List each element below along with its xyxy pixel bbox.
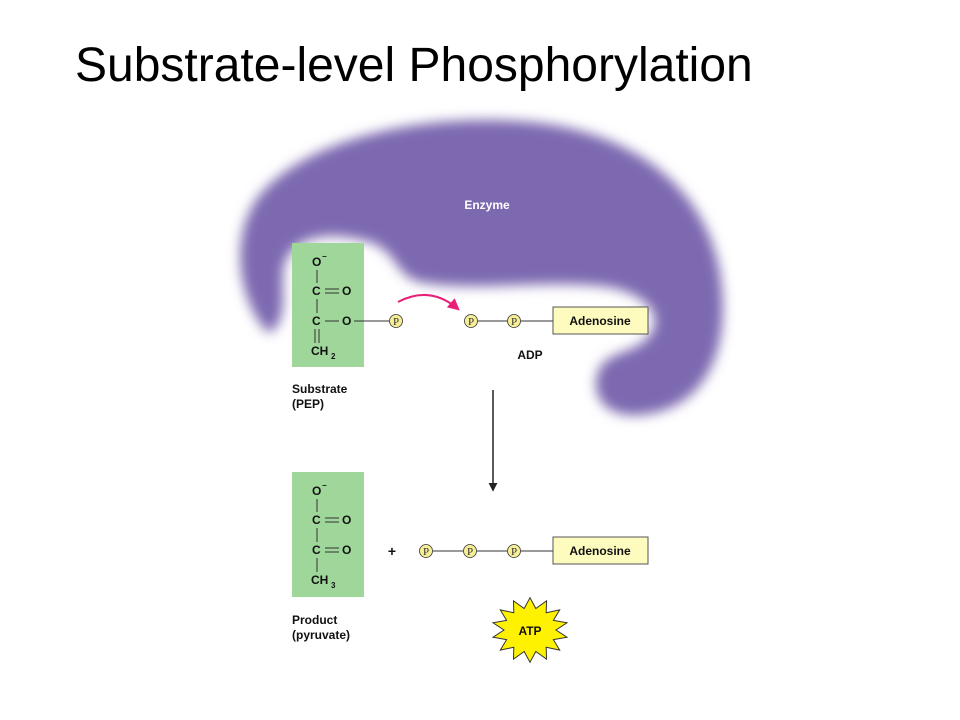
phosphate-label: P: [468, 316, 474, 328]
phosphate-label: P: [423, 546, 429, 558]
substrate-c1: C: [312, 284, 321, 298]
product-label: Product: [292, 613, 337, 627]
phosphate-label: P: [467, 546, 473, 558]
adp-adenosine-label: Adenosine: [569, 314, 631, 328]
phosphate-transfer-arrow: [397, 293, 460, 311]
atp-burst: ATP: [491, 596, 569, 664]
product-c2: C: [312, 543, 321, 557]
substrate-minus: −: [322, 252, 327, 261]
atp-burst-star: [491, 596, 569, 664]
product-o1: O: [342, 513, 351, 527]
enzyme-label: Enzyme: [464, 198, 510, 212]
product-ch-subscript: 3: [331, 581, 336, 590]
atp-adenosine-box: [552, 536, 649, 565]
atp-label: ATP: [518, 624, 541, 638]
substrate-box: [292, 243, 364, 367]
phosphate-label: P: [393, 316, 399, 328]
substrate-o2: O: [342, 314, 351, 328]
atp-adenosine-label: Adenosine: [569, 544, 631, 558]
substrate-molecule: O − C O C O CH 2 Substrate (PEP): [292, 243, 364, 411]
adp-molecule: P P Adenosine ADP: [464, 306, 649, 362]
product-label-abbrev: (pyruvate): [292, 628, 350, 642]
enzyme-shape: [240, 120, 723, 416]
product-ch: CH: [311, 573, 328, 587]
atp-molecule: P P P Adenosine: [419, 536, 649, 565]
product-c1: C: [312, 513, 321, 527]
product-minus: −: [322, 481, 327, 490]
substrate-c2: C: [312, 314, 321, 328]
product-box: [292, 472, 364, 597]
product-molecule: O − C O C O CH 3 Product (pyruvate): [292, 472, 364, 642]
product-o-minus: O: [312, 484, 321, 498]
substrate-ch: CH: [311, 344, 328, 358]
substrate-label-abbrev: (PEP): [292, 397, 324, 411]
enzyme: Enzyme: [240, 120, 723, 416]
slide-title: Substrate-level Phosphorylation: [75, 39, 753, 92]
product-o2: O: [342, 543, 351, 557]
adp-adenosine-box: [552, 306, 649, 335]
adp-label: ADP: [517, 348, 542, 362]
substrate-label: Substrate: [292, 382, 348, 396]
phosphate-label: P: [511, 316, 517, 328]
substrate-phosphate: P: [389, 314, 403, 328]
phosphate-label: P: [511, 546, 517, 558]
substrate-o-minus: O: [312, 255, 321, 269]
plus-sign: +: [388, 543, 396, 559]
substrate-o1: O: [342, 284, 351, 298]
substrate-ch-subscript: 2: [331, 352, 336, 361]
